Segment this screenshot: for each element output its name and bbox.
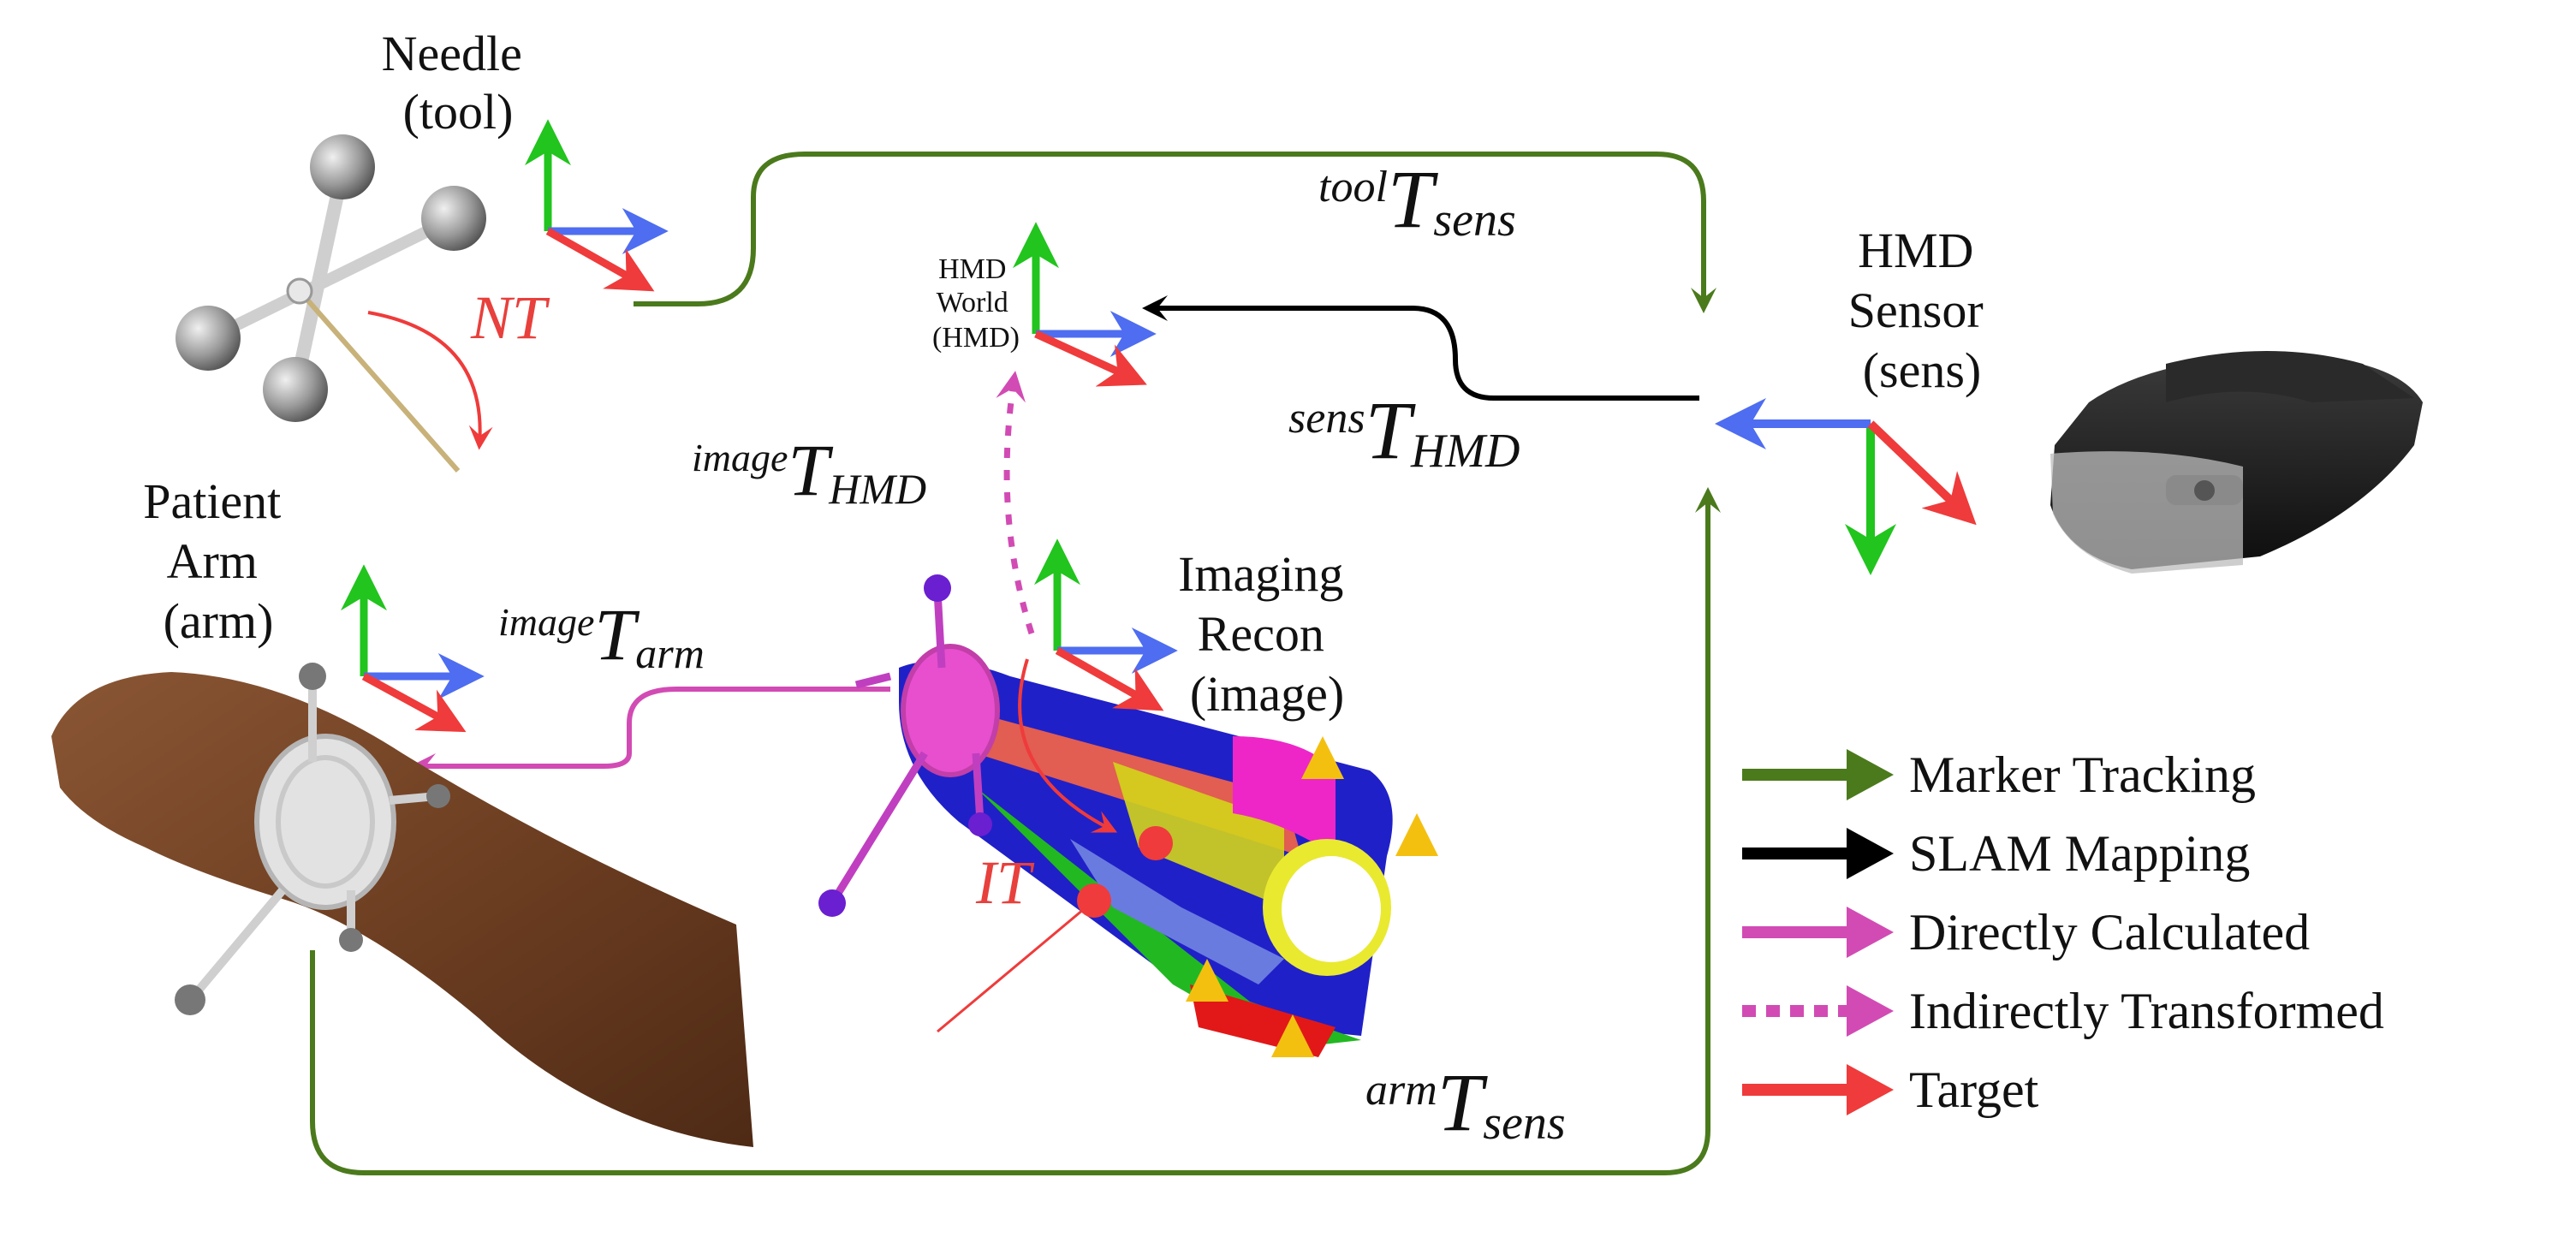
legend-arrowhead-icon [1847,1064,1894,1115]
needle-tool-marker-icon [176,134,486,473]
hmd-world-coordinate-frame [1013,222,1157,387]
legend-item: Indirectly Transformed [1742,983,2384,1039]
arm-coordinate-frame [341,564,485,733]
tool-coordinate-frame [525,119,669,292]
image-arm-transform-label: imageTarm [498,593,705,677]
legend-label: Marker Tracking [1909,746,2256,803]
nt-annotation: NT [470,283,550,352]
legend-item: Directly Calculated [1742,904,2310,960]
legend-item: Marker Tracking [1742,746,2256,803]
legend-arrowhead-icon [1847,985,1894,1037]
tool-sens-transform-label: toolTsens [1318,153,1516,247]
marker-tracking-arrow-arm-sens [310,487,1721,1175]
legend-arrowhead-icon [1847,907,1894,958]
directly-calculated-arrow-image-arm [410,687,890,779]
legend-label: Target [1909,1062,2039,1118]
legend-label: Directly Calculated [1909,904,2310,960]
legend-label: Indirectly Transformed [1909,983,2384,1039]
hmd-sensor-coordinate-frame [1715,398,1977,575]
legend-item: SLAM Mapping [1742,825,2250,882]
legend-arrowhead-icon [1847,828,1894,879]
imaging-recon-label: Imaging Recon (image) [1178,546,1356,722]
marker-tracking-arrow-tool-sens [634,152,1716,313]
legend-item: Target [1742,1062,2039,1118]
patient-arm-icon [51,663,753,1147]
image-coordinate-frame [1034,538,1178,711]
hmd-world-label: HMD World (HMD) [932,253,1020,354]
needle-label: Needle (tool) [382,26,535,140]
patient-arm-label: Patient Arm (arm) [143,473,294,649]
legend-label: SLAM Mapping [1909,825,2250,882]
sens-hmd-transform-label: sensTHMD [1288,384,1520,478]
image-hmd-transform-label: imageTHMD [692,429,926,513]
slam-mapping-arrow-sens-hmd [1142,295,1699,401]
it-annotation: IT [975,848,1035,917]
hmd-headset-icon [2050,351,2423,574]
nt-target-arrow [367,311,493,450]
legend-arrowhead-icon [1847,749,1894,800]
imaging-recon-model-icon [818,574,1438,1057]
hmd-sensor-label: HMD Sensor (sens) [1848,223,1996,398]
arm-sens-transform-label: armTsens [1365,1056,1566,1150]
it-target-arrow [1018,658,1118,833]
indirectly-transformed-arrow-image-hmd [996,371,1035,635]
